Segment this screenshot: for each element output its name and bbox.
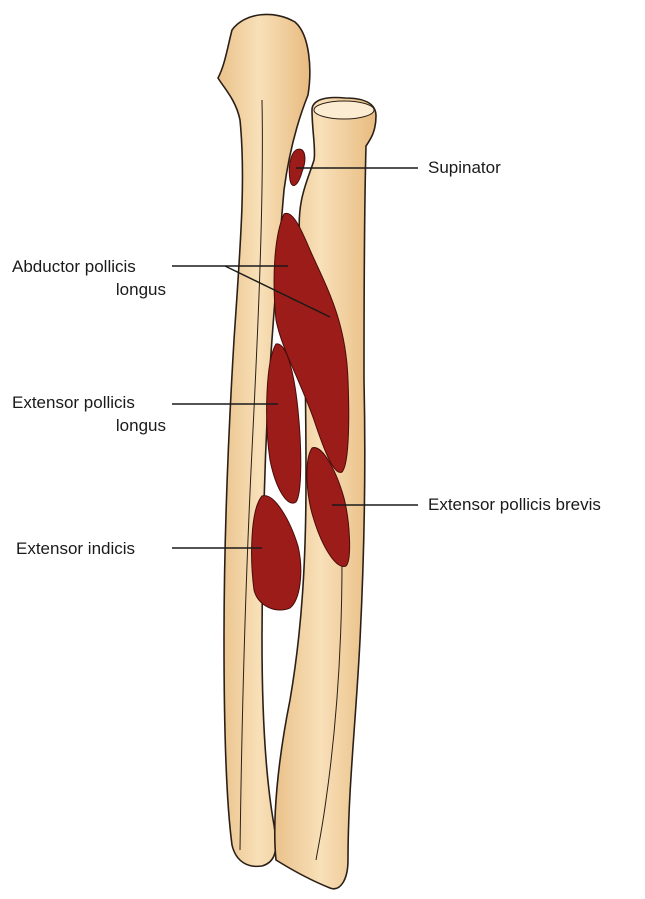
label-extensor-pollicis-longus-line1: Extensor pollicis <box>12 392 135 414</box>
extensor-indicis-origin <box>252 496 301 610</box>
label-supinator: Supinator <box>428 157 501 179</box>
label-extensor-indicis: Extensor indicis <box>16 538 135 560</box>
radial-head <box>314 101 374 119</box>
label-abductor-pollicis-longus-line2: longus <box>12 279 166 301</box>
label-extensor-pollicis-longus-line2: longus <box>12 415 166 437</box>
label-extensor-pollicis-brevis: Extensor pollicis brevis <box>428 494 601 516</box>
label-abductor-pollicis-longus-line1: Abductor pollicis <box>12 256 136 278</box>
